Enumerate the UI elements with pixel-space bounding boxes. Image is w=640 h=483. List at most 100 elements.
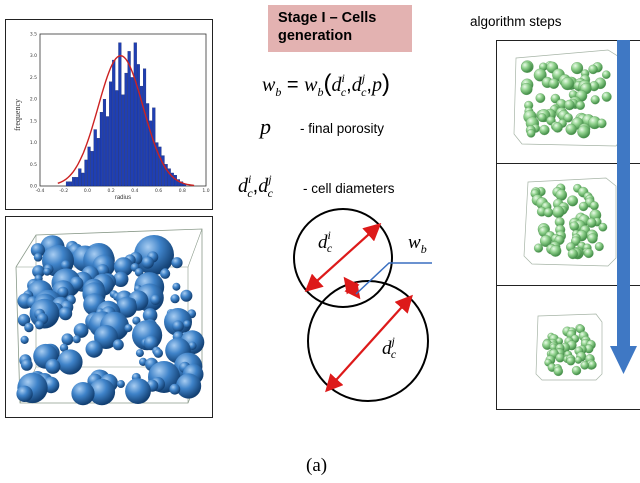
- histogram-bar: [164, 164, 168, 187]
- blue-cells-render: [15, 228, 205, 406]
- histogram-bar: [106, 116, 110, 187]
- green-sphere: [601, 91, 612, 102]
- blue-sphere: [132, 316, 141, 325]
- blue-sphere: [125, 378, 151, 404]
- blue-sphere: [30, 243, 45, 258]
- large-diameter-arrow: [325, 294, 413, 393]
- histogram-ytick: 1.0: [30, 140, 37, 146]
- wb-label: wb: [408, 232, 427, 256]
- histogram-bar: [152, 107, 156, 187]
- histogram-bar: [90, 151, 94, 187]
- histogram-bar: [81, 172, 85, 187]
- histogram-xtick: -0.4: [36, 188, 45, 194]
- green-sphere: [586, 217, 597, 228]
- histogram-ytick: 1.5: [30, 118, 37, 124]
- histogram-bar: [167, 168, 171, 187]
- blue-sphere: [72, 335, 81, 344]
- blue-sphere: [180, 289, 193, 302]
- green-sphere: [594, 242, 604, 252]
- green-sphere: [569, 221, 580, 231]
- green-sphere: [537, 113, 547, 123]
- blue-sphere: [116, 296, 137, 318]
- histogram-bar: [69, 181, 73, 187]
- green-sphere: [526, 129, 536, 138]
- green-sphere: [563, 113, 573, 123]
- histogram-bar: [112, 59, 116, 187]
- blue-sphere: [20, 335, 29, 344]
- histogram-bar: [133, 42, 137, 187]
- blue-sphere: [33, 253, 43, 262]
- histogram-ytick: 0.0: [30, 184, 37, 190]
- histogram-bars: [65, 42, 187, 187]
- diameter-symbols: dic,djc: [238, 172, 273, 200]
- histogram-xtick: 0.6: [155, 188, 162, 194]
- histogram-bar: [75, 177, 79, 187]
- green-sphere: [578, 201, 589, 212]
- green-sphere: [602, 70, 611, 79]
- blue-sphere: [160, 268, 171, 279]
- histogram-bar: [102, 98, 107, 187]
- blue-sphere: [134, 268, 144, 277]
- histogram-bar: [161, 155, 165, 187]
- wb-leader-line: [355, 262, 432, 295]
- green-sphere: [571, 62, 584, 75]
- blue-sphere: [24, 322, 34, 333]
- green-sphere: [535, 93, 546, 103]
- green-sphere: [520, 61, 533, 73]
- blue-sphere: [58, 306, 73, 321]
- green-sphere: [552, 122, 563, 133]
- algorithm-steps-title: algorithm steps: [470, 14, 562, 29]
- histogram-bar: [136, 64, 140, 187]
- histogram-bar: [78, 168, 82, 187]
- green-sphere: [589, 201, 599, 211]
- green-sphere: [533, 243, 544, 253]
- green-sphere: [565, 123, 577, 136]
- histogram-bar: [99, 112, 103, 187]
- histogram-xtick: -0.2: [59, 188, 68, 194]
- green-sphere: [561, 77, 575, 91]
- blue-sphere: [135, 349, 144, 358]
- histogram-bar: [149, 120, 153, 187]
- green-sphere: [543, 207, 554, 218]
- blue-sphere: [32, 265, 45, 278]
- histogram-xtick: 0.4: [131, 188, 138, 194]
- porosity-symbol: p: [260, 114, 271, 139]
- bridge-width-equation: wb = wb(dic,djc,p): [262, 70, 390, 99]
- blue-sphere: [20, 359, 33, 371]
- histogram-bar: [65, 181, 70, 187]
- green-sphere: [575, 100, 585, 110]
- algorithm-arrow-shaft: [617, 40, 630, 350]
- blue-sphere: [183, 320, 192, 329]
- blue-sphere: [57, 349, 83, 375]
- green-sphere: [588, 64, 598, 75]
- blue-sphere: [172, 320, 184, 332]
- green-sphere: [567, 248, 579, 260]
- blue-sphere: [141, 256, 154, 269]
- blue-sphere: [73, 323, 89, 338]
- figure-caption: (a): [306, 455, 328, 476]
- blue-sphere: [112, 339, 124, 351]
- histogram-xtick: 0.0: [84, 188, 91, 194]
- green-sphere: [539, 235, 552, 247]
- step-3-box: [535, 313, 603, 381]
- green-sphere: [533, 68, 547, 82]
- histogram-bar: [115, 90, 119, 187]
- blue-sphere: [45, 358, 61, 374]
- algorithm-arrow-head: [610, 346, 637, 374]
- green-sphere-cells: [520, 60, 612, 377]
- histogram-bar: [93, 129, 97, 187]
- blue-sphere: [88, 378, 116, 406]
- green-sphere: [577, 125, 591, 139]
- green-sphere: [539, 124, 550, 136]
- histogram-bar: [139, 85, 144, 187]
- histogram-ytick: 3.5: [30, 32, 37, 38]
- green-sphere: [580, 361, 589, 370]
- green-sphere: [583, 248, 594, 259]
- stage-title-line2: generation: [278, 28, 353, 44]
- histogram-ytick: 0.5: [30, 162, 37, 168]
- blue-sphere: [170, 294, 180, 304]
- green-sphere: [598, 222, 608, 232]
- green-sphere: [597, 118, 607, 129]
- blue-sphere: [113, 257, 134, 277]
- histogram-bar: [127, 51, 131, 187]
